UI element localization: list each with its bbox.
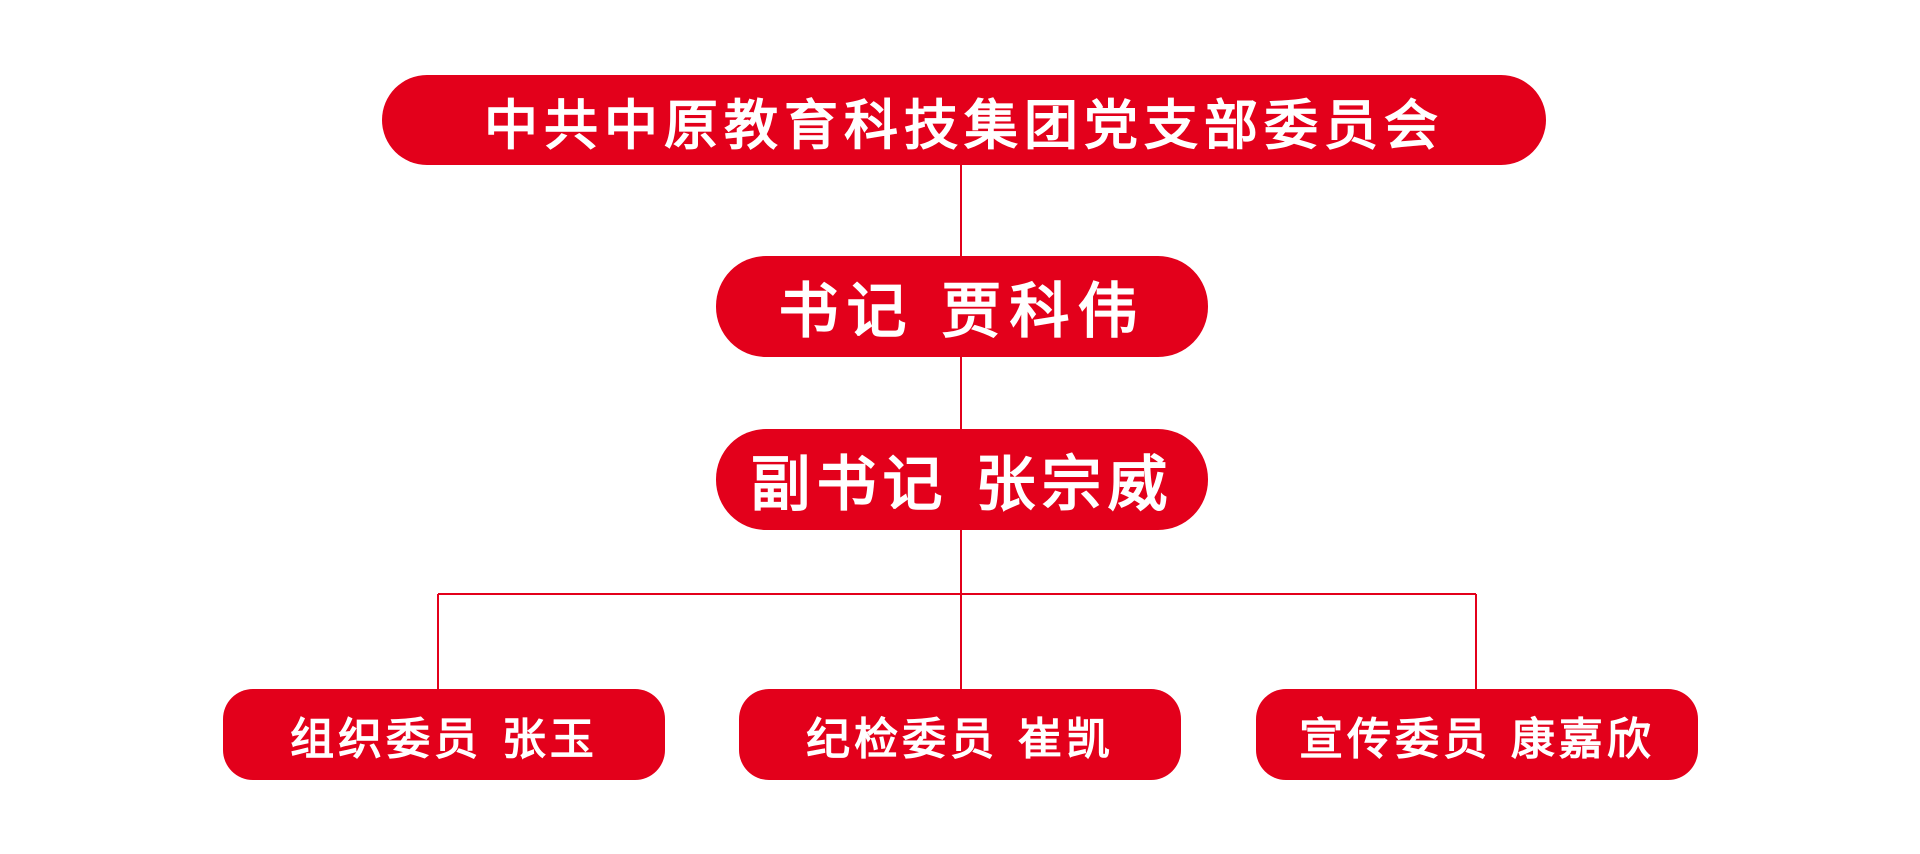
deputy-secretary-name: 张宗威 xyxy=(975,450,1174,520)
deputy-secretary-node: 副书记张宗威 xyxy=(716,429,1208,530)
propaganda-member-name: 康嘉欣 xyxy=(1510,713,1655,765)
party-committee-node: 中共中原教育科技集团党支部委员会 xyxy=(382,75,1546,165)
propaganda-member-title: 宣传委员 xyxy=(1299,713,1492,765)
party-committee-label: 中共中原教育科技集团党支部委员会 xyxy=(484,93,1444,157)
discipline-member-title: 纪检委员 xyxy=(806,713,999,765)
secretary-title: 书记 xyxy=(778,277,915,347)
secretary-node: 书记贾科伟 xyxy=(716,256,1208,357)
organization-member-name: 张玉 xyxy=(501,713,598,765)
discipline-member-node: 纪检委员崔凯 xyxy=(739,689,1181,780)
discipline-member-name: 崔凯 xyxy=(1017,713,1114,765)
secretary-name: 贾科伟 xyxy=(941,277,1146,347)
organization-member-node: 组织委员张玉 xyxy=(223,689,665,780)
deputy-secretary-title: 副书记 xyxy=(750,450,949,520)
organization-member-title: 组织委员 xyxy=(290,713,483,765)
propaganda-member-node: 宣传委员康嘉欣 xyxy=(1256,689,1698,780)
